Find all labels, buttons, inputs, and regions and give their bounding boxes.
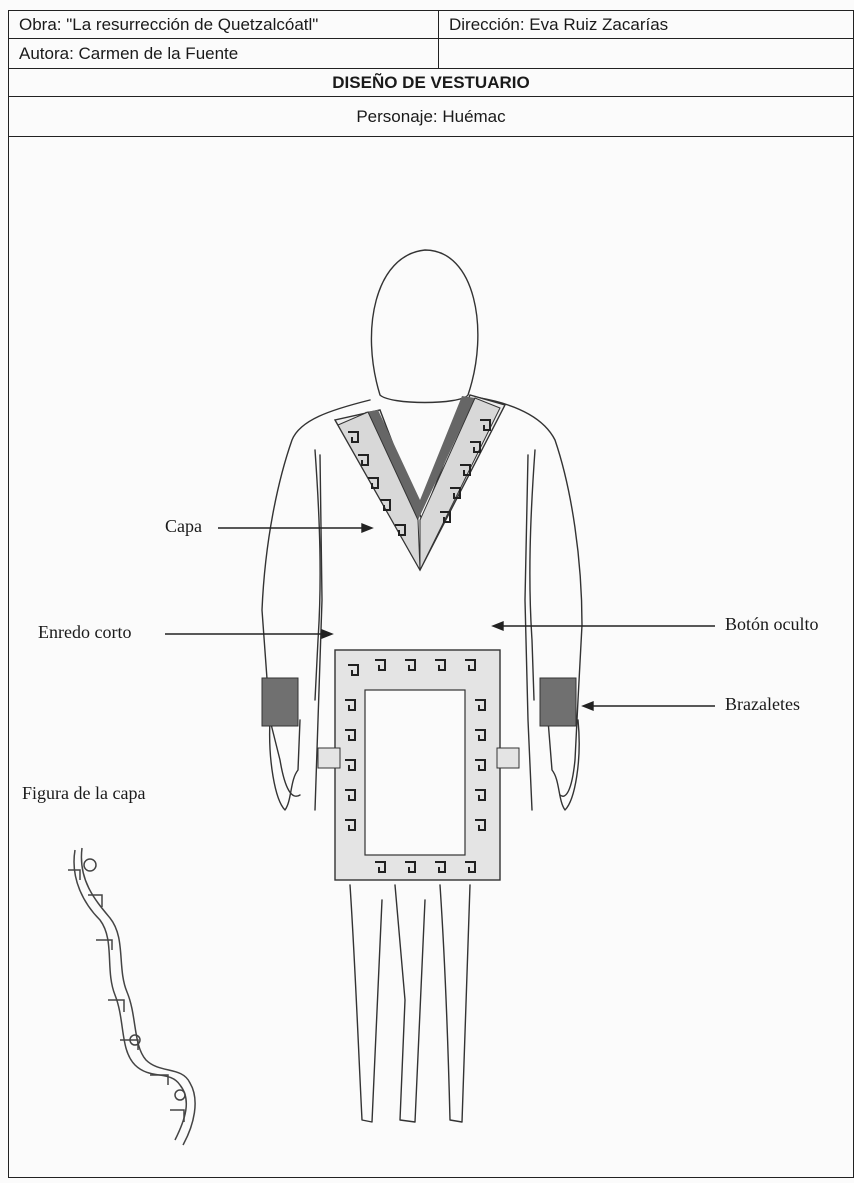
label-capa: Capa <box>165 516 202 537</box>
cape-figure-drawing <box>68 848 195 1145</box>
left-leg <box>350 885 382 1122</box>
right-leg <box>440 885 470 1122</box>
label-figura: Figura de la capa <box>22 783 145 804</box>
leg-gap <box>395 885 425 1122</box>
left-bracelet <box>262 678 298 726</box>
label-brazaletes: Brazaletes <box>725 694 800 715</box>
short-skirt <box>318 650 519 880</box>
label-boton: Botón oculto <box>725 614 819 635</box>
head-outline <box>371 250 477 403</box>
label-enredo: Enredo corto <box>38 622 131 643</box>
right-bracelet <box>540 678 576 726</box>
cape-collar <box>335 395 505 570</box>
right-arm-inner <box>530 450 535 700</box>
